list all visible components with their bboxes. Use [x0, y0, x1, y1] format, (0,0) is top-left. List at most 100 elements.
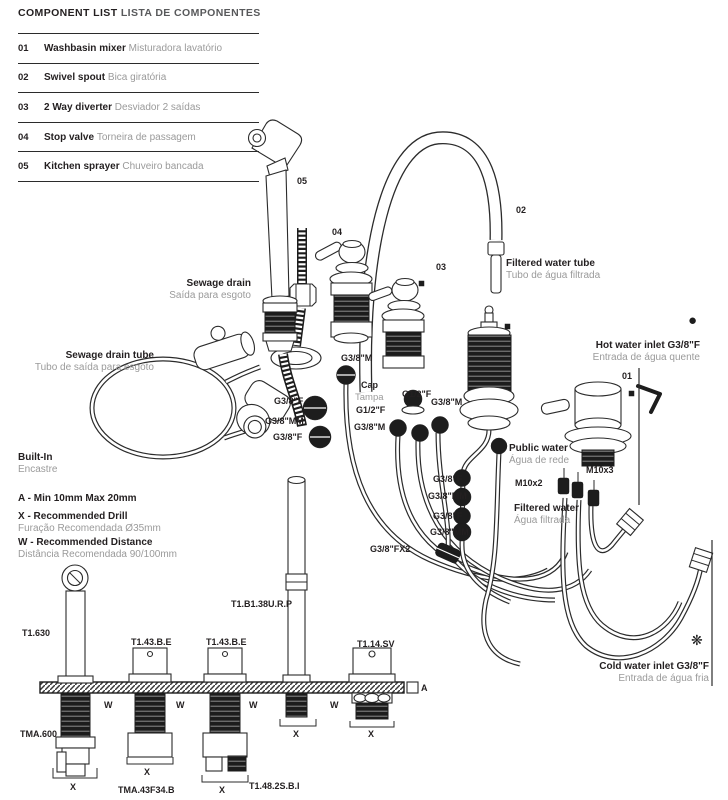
cold-water-en: Cold water inlet G3/8"F [599, 661, 709, 672]
cap-label-en: Cap [361, 380, 379, 390]
part-code-t143be-1: T1.43.B.E [131, 637, 172, 647]
filtered-water-label: Filtered water Água filtrada [514, 503, 579, 526]
title-pt: LISTA DE COMPONENTES [120, 7, 261, 19]
countertop-bar [39, 681, 405, 694]
fitting-label: G3/8"M [431, 397, 463, 407]
cap-drawing [401, 389, 425, 415]
note-a: A - Min 10mm Max 20mm [18, 493, 137, 504]
fitting-label: G1/2"F [402, 389, 432, 399]
hot-water-icon: ● [688, 312, 698, 329]
row-name-en: Stop valve [44, 131, 95, 143]
hot-water-pt: Entrada de água quente [592, 351, 700, 363]
filtered-water-tube-label: Filtered water tube Tubo de água filtrad… [506, 258, 600, 281]
row-name-en: 2 Way diverter [44, 101, 112, 113]
hose-network-drawing [302, 365, 714, 667]
diverter-cartridge-drawing [459, 305, 519, 431]
sewage-tube-en: Sewage drain tube [65, 350, 154, 361]
built-in-label: Built-In Encastre [18, 452, 57, 475]
hot-water-en: Hot water inlet G3/8"F [595, 340, 700, 351]
marker-02: 02 [516, 205, 527, 215]
part-code-tma600: TMA.600 [20, 729, 58, 739]
dim-a: A [421, 683, 428, 693]
fitting-label: G3/8"MM [265, 416, 304, 426]
dim-w: W [104, 700, 113, 710]
component-t1630-drawing [52, 564, 98, 779]
cold-water-pt: Entrada de água fria [618, 672, 709, 684]
row-number: 01 [18, 42, 29, 54]
stop-valve-drawing [314, 239, 373, 344]
fitting-label: G3/8"MM [428, 491, 467, 501]
dim-w: W [176, 700, 185, 710]
row-number: 02 [18, 72, 29, 84]
row-name-pt: Misturadora lavatório [128, 42, 223, 54]
fitting-label: G3/8"F [433, 474, 463, 484]
fitting-label: G3/8"F [433, 511, 463, 521]
fitting-label: G3/8"MM [430, 527, 469, 537]
dim-x: X [293, 729, 300, 739]
fitting-label: G3/8"F [274, 396, 304, 406]
part-code-tma43f34b: TMA.43F34.B [118, 785, 175, 795]
title-en: COMPONENT LIST [18, 7, 118, 19]
row-name-en: Swivel spout [44, 72, 106, 84]
fitting-label: M10x2 [515, 478, 543, 488]
sewage-tube-pt: Tubo de saída para esgoto [34, 361, 154, 373]
fitting-label: G3/8"M [341, 353, 373, 363]
elbow-fitting-drawing [236, 380, 291, 439]
fitting-label: G3/8"FX2 [370, 544, 411, 554]
table-row: 05 Kitchen sprayer Chuveiro bancada [18, 151, 259, 182]
part-code-t1630: T1.630 [22, 628, 51, 638]
component-list-table: 01 Washbasin mixer Misturadora lavatório… [18, 33, 259, 182]
fitting-label: G3/8"M [354, 422, 386, 432]
page-title: COMPONENT LIST LISTA DE COMPONENTES [18, 7, 261, 19]
table-row: 02 Swivel spout Bica giratória [18, 62, 259, 93]
tee-fitting-drawing [193, 325, 256, 371]
row-number: 05 [18, 161, 29, 173]
filtered-tube-en: Filtered water tube [506, 258, 595, 269]
part-code-t143be-2: T1.43.B.E [206, 637, 247, 647]
hose-end-hex-fitting [688, 547, 714, 573]
diverter-handle-drawing [368, 277, 425, 369]
dim-x: X [368, 729, 375, 739]
part-code-t1b138urp: T1.B1.38U.R.P [231, 599, 293, 609]
component-t143be-2-drawing [201, 647, 249, 783]
public-water-en: Public water [509, 443, 568, 454]
filtered-tube-pt: Tubo de água filtrada [506, 269, 601, 281]
row-name-en: Kitchen sprayer [44, 161, 120, 173]
dim-a-box [406, 681, 419, 694]
row-number: 03 [18, 101, 29, 113]
fitting-label: G3/8"F [273, 432, 303, 442]
component-t1b138urp-drawing [279, 475, 317, 727]
allen-key-drawing [636, 384, 662, 414]
note-w: W - Recommended Distance Distância Recom… [18, 537, 177, 560]
fitting-label: G1/2"F [356, 405, 386, 415]
sewage-drain-tube-drawing [89, 356, 261, 460]
sewage-drain-pt: Saída para esgoto [169, 289, 251, 301]
part-code-t114sv: T1.14.SV [357, 639, 395, 649]
countertop-section [39, 475, 419, 783]
kitchen-sprayer-drawing [247, 119, 307, 427]
sewage-drain-tube-label: Sewage drain tube Tubo de saída para esg… [35, 350, 154, 373]
row-name-en: Washbasin mixer [44, 42, 126, 54]
row-name-pt: Desviador 2 saídas [114, 101, 201, 113]
filtered-water-en: Filtered water [514, 503, 580, 514]
hot-water-inlet-label: Hot water inlet G3/8"F Entrada de água q… [593, 340, 700, 363]
cold-water-icon: ❋ [691, 632, 703, 648]
dim-x: X [219, 785, 226, 795]
built-in-pt: Encastre [18, 463, 58, 475]
dim-x: X [144, 767, 151, 777]
marker-05: 05 [297, 176, 308, 186]
part-code-t1482sbi: T1.48.2S.B.I [249, 781, 300, 791]
fitting-label: M10x3 [586, 465, 614, 475]
component-t114sv-drawing [348, 647, 396, 728]
row-name-pt: Chuveiro bancada [122, 161, 204, 173]
public-water-label: Public water Água de rede [509, 443, 569, 466]
row-name-pt: Bica giratória [107, 72, 167, 84]
row-name-pt: Torneira de passagem [96, 131, 196, 143]
marker-03: 03 [436, 262, 447, 272]
row-number: 04 [18, 131, 29, 143]
marker-01: 01 [622, 371, 633, 381]
dim-w: W [330, 700, 339, 710]
table-row: 01 Washbasin mixer Misturadora lavatório [18, 33, 259, 63]
